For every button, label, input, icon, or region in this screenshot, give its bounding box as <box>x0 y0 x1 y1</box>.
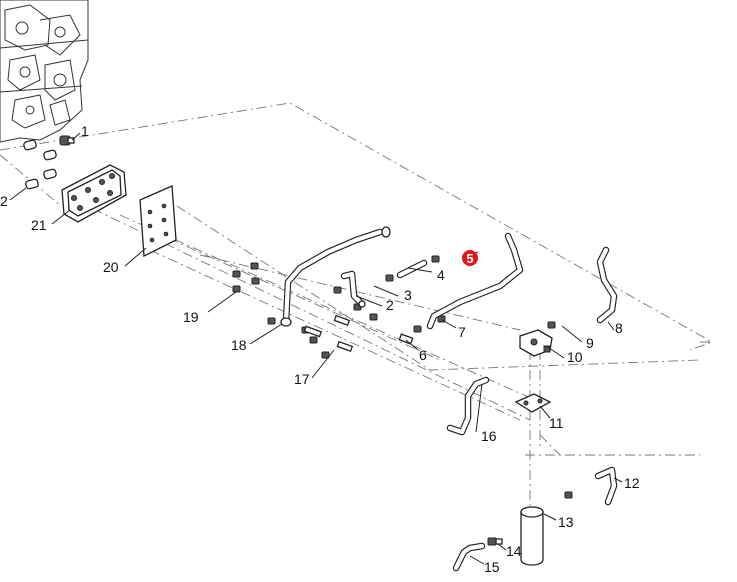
callout-2: 2 <box>0 193 8 209</box>
callout-5: 5 <box>466 251 473 266</box>
callout-2-b: 2 <box>386 297 394 313</box>
callout-9: 9 <box>586 335 594 351</box>
callout-20: 20 <box>103 259 119 275</box>
flange-plate <box>61 164 127 223</box>
nut-group <box>232 255 573 499</box>
leader-lines <box>9 132 623 565</box>
callout-16: 16 <box>481 428 497 444</box>
highlight-circle <box>462 250 478 266</box>
callout-1: 1 <box>81 123 89 139</box>
callout-5-highlight: 5 <box>462 250 478 266</box>
engine-block <box>0 0 89 143</box>
fitting-14 <box>487 537 503 546</box>
callout-17: 17 <box>294 371 310 387</box>
callout-21: 21 <box>31 217 47 233</box>
dowel-sleeves <box>23 139 57 190</box>
callout-labels: 1 2 2 3 4 5 6 7 8 9 10 11 12 13 14 15 16… <box>0 123 640 575</box>
pipe-12 <box>594 466 618 506</box>
mounting-plate-11 <box>514 393 552 413</box>
callout-6: 6 <box>419 347 427 363</box>
callout-4: 4 <box>437 267 445 283</box>
callout-19: 19 <box>183 309 199 325</box>
callout-8: 8 <box>615 320 623 336</box>
callout-10: 10 <box>567 349 583 365</box>
pipe-16 <box>446 376 490 436</box>
pipe-8 <box>596 246 618 324</box>
callout-12: 12 <box>624 475 640 491</box>
pipe-2 <box>340 270 366 308</box>
fitting-1 <box>59 135 75 146</box>
pipe-5 <box>426 232 524 330</box>
callout-14: 14 <box>506 543 522 559</box>
filter-13 <box>520 506 544 566</box>
callout-11: 11 <box>549 415 564 431</box>
bracket-10 <box>519 329 553 357</box>
callout-13: 13 <box>558 514 574 530</box>
callout-3: 3 <box>404 287 412 303</box>
callout-18: 18 <box>231 337 247 353</box>
callout-7: 7 <box>458 324 466 340</box>
pipe-18 <box>280 226 391 327</box>
bolts <box>303 314 414 353</box>
gasket-plate <box>139 185 177 258</box>
pipe-15 <box>452 542 486 572</box>
callout-15: 15 <box>484 559 500 575</box>
